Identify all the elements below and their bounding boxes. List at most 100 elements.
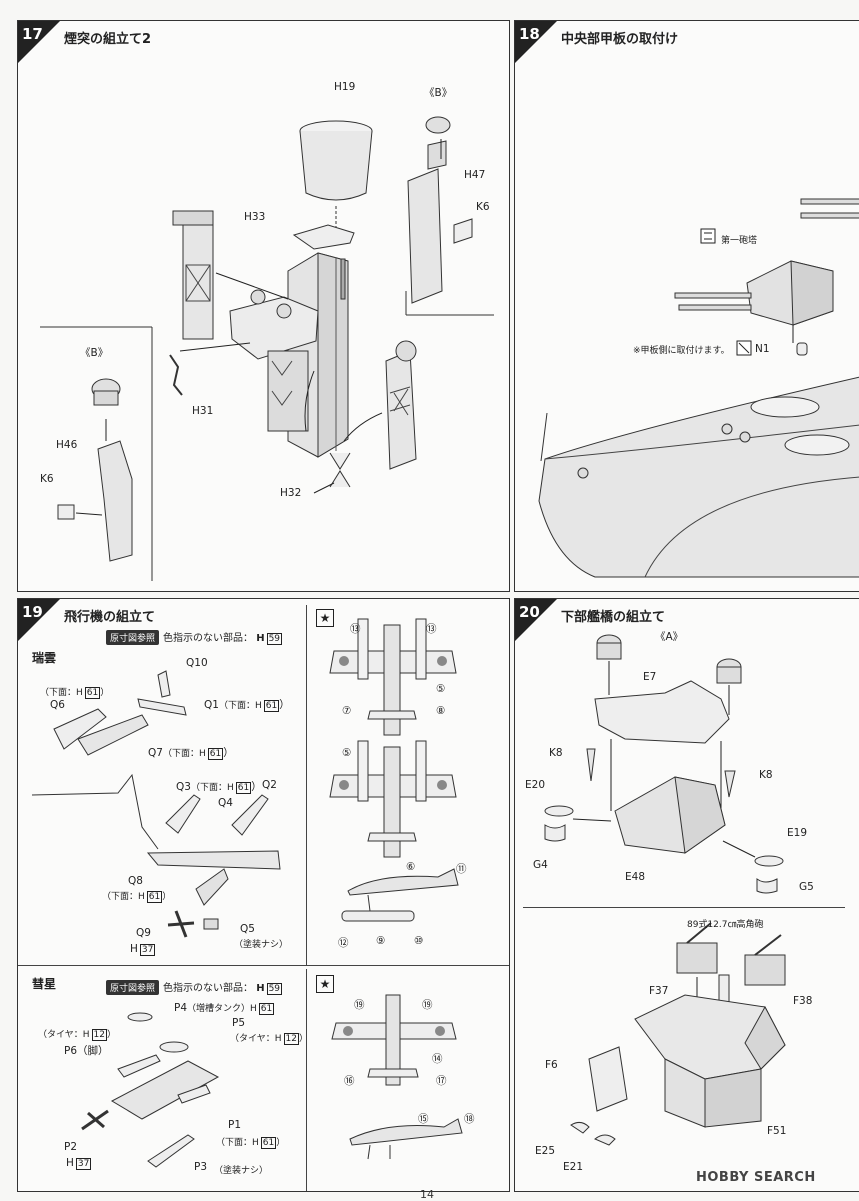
label-G4: G4 (533, 859, 548, 871)
star-icon: ★ (316, 975, 334, 993)
label-Q5: Q5 (240, 923, 255, 935)
label-E20: E20 (525, 779, 545, 791)
part-num: 37 (75, 1158, 92, 1170)
step-17-panel: 17 煙突の組立て2 (17, 20, 510, 592)
label-Q9: Q9 (136, 927, 151, 939)
label-Q6: Q6 (50, 699, 65, 711)
label-F37: F37 (649, 985, 669, 997)
label-H33: H33 (244, 211, 266, 223)
step-title: 飛行機の組立て (64, 610, 156, 625)
part-note: （下面：H (218, 701, 262, 711)
decal-number: ⑤ (342, 747, 352, 759)
reference-text: 色指示のない部品： (163, 633, 254, 644)
label-P1: P1 (228, 1119, 242, 1131)
step-number: 17 (22, 25, 43, 43)
section-divider (306, 969, 307, 1191)
decal-number: ⑫ (338, 937, 349, 949)
label-H47: H47 (464, 169, 486, 181)
decal-number: ⑲ (354, 999, 365, 1011)
step-number-badge (18, 599, 60, 641)
part-note: （タイヤ：H (38, 1030, 90, 1040)
funnel-assembly-diagram (40, 116, 494, 581)
decal-number: ⑩ (414, 935, 424, 947)
part-num: 61 (258, 1003, 275, 1015)
part-id: Q7 (148, 747, 163, 759)
reference-num: 59 (266, 633, 283, 645)
label-A: 《A》 (655, 631, 684, 643)
part-num: 12 (91, 1029, 107, 1041)
label-K6-right: K6 (476, 201, 490, 213)
label-F51: F51 (767, 1125, 787, 1137)
label-H31: H31 (192, 405, 214, 417)
label-K6-left: K6 (40, 473, 54, 485)
label-E25: E25 (535, 1145, 555, 1157)
part-num: 61 (146, 891, 163, 903)
reference-part: H (256, 633, 265, 644)
part-num: 61 (263, 700, 280, 712)
decal-number: ⑲ (422, 999, 433, 1011)
part-num: 61 (235, 782, 252, 794)
reference-tag: 原寸図参照 (106, 630, 160, 645)
label-Q8: Q8 (128, 875, 143, 887)
decal-number: ⑱ (464, 1113, 475, 1125)
aircraft-name-suisei: 彗星 (32, 977, 57, 991)
bridge-assembly-diagram (544, 634, 786, 1146)
reference-text: 色指示のない部品： (163, 983, 254, 994)
part-note: （下面：H (102, 892, 145, 902)
reference-num: 59 (266, 983, 283, 995)
label-F38: F38 (793, 995, 813, 1007)
decal-number: ⑯ (344, 1075, 355, 1087)
step-number: 18 (519, 25, 540, 43)
decal-number: ⑭ (432, 1053, 443, 1065)
part-note: （下面：H (216, 1138, 259, 1148)
step-title: 中央部甲板の取付け (561, 32, 679, 47)
part-note: （下面：H (190, 783, 234, 793)
decal-number: ⑨ (376, 935, 386, 947)
label-Q2: Q2 (262, 779, 277, 791)
step-number-badge (515, 599, 557, 641)
watermark: HOBBY SEARCH (696, 1170, 816, 1185)
step-number: 19 (22, 603, 43, 621)
label-H32: H32 (280, 487, 302, 499)
step-number: 20 (519, 603, 540, 621)
label-Q10: Q10 (186, 657, 208, 669)
part-note: （下面：H (162, 749, 206, 759)
decal-number: ⑬ (426, 623, 437, 635)
aircraft-name-zuiun: 瑞雲 (32, 651, 57, 665)
label-H46: H46 (56, 439, 78, 451)
label-P3: P3 (194, 1161, 208, 1173)
page-number: 14 (420, 1188, 434, 1201)
part-num: 61 (207, 748, 224, 760)
label-E19: E19 (787, 827, 807, 839)
decal-number: ⑤ (436, 683, 446, 695)
decal-number: ⑦ (342, 705, 352, 717)
turret-label: 第一砲塔 (721, 236, 758, 246)
reference-tag: 原寸図参照 (106, 980, 160, 995)
label-B-left: 《B》 (80, 347, 109, 359)
reference-part: H (256, 983, 265, 994)
label-F6: F6 (545, 1059, 558, 1071)
label-K8-left: K8 (549, 747, 563, 759)
part-id: Q1 (204, 699, 219, 711)
decal-number: ⑧ (436, 705, 446, 717)
aircraft-assembly-diagram (31, 618, 463, 1168)
deck-mount-diagram (538, 198, 859, 578)
star-icon: ★ (316, 609, 334, 627)
label-Q4: Q4 (218, 797, 233, 809)
label-P2: P2 (64, 1141, 78, 1153)
part-note: （増槽タンク）H (187, 1004, 257, 1014)
decal-number: ⑰ (436, 1075, 447, 1087)
step-number-badge (18, 21, 60, 63)
section-divider (306, 605, 307, 965)
part-note: （下面：H (40, 688, 83, 698)
part-id: Q3 (176, 781, 191, 793)
